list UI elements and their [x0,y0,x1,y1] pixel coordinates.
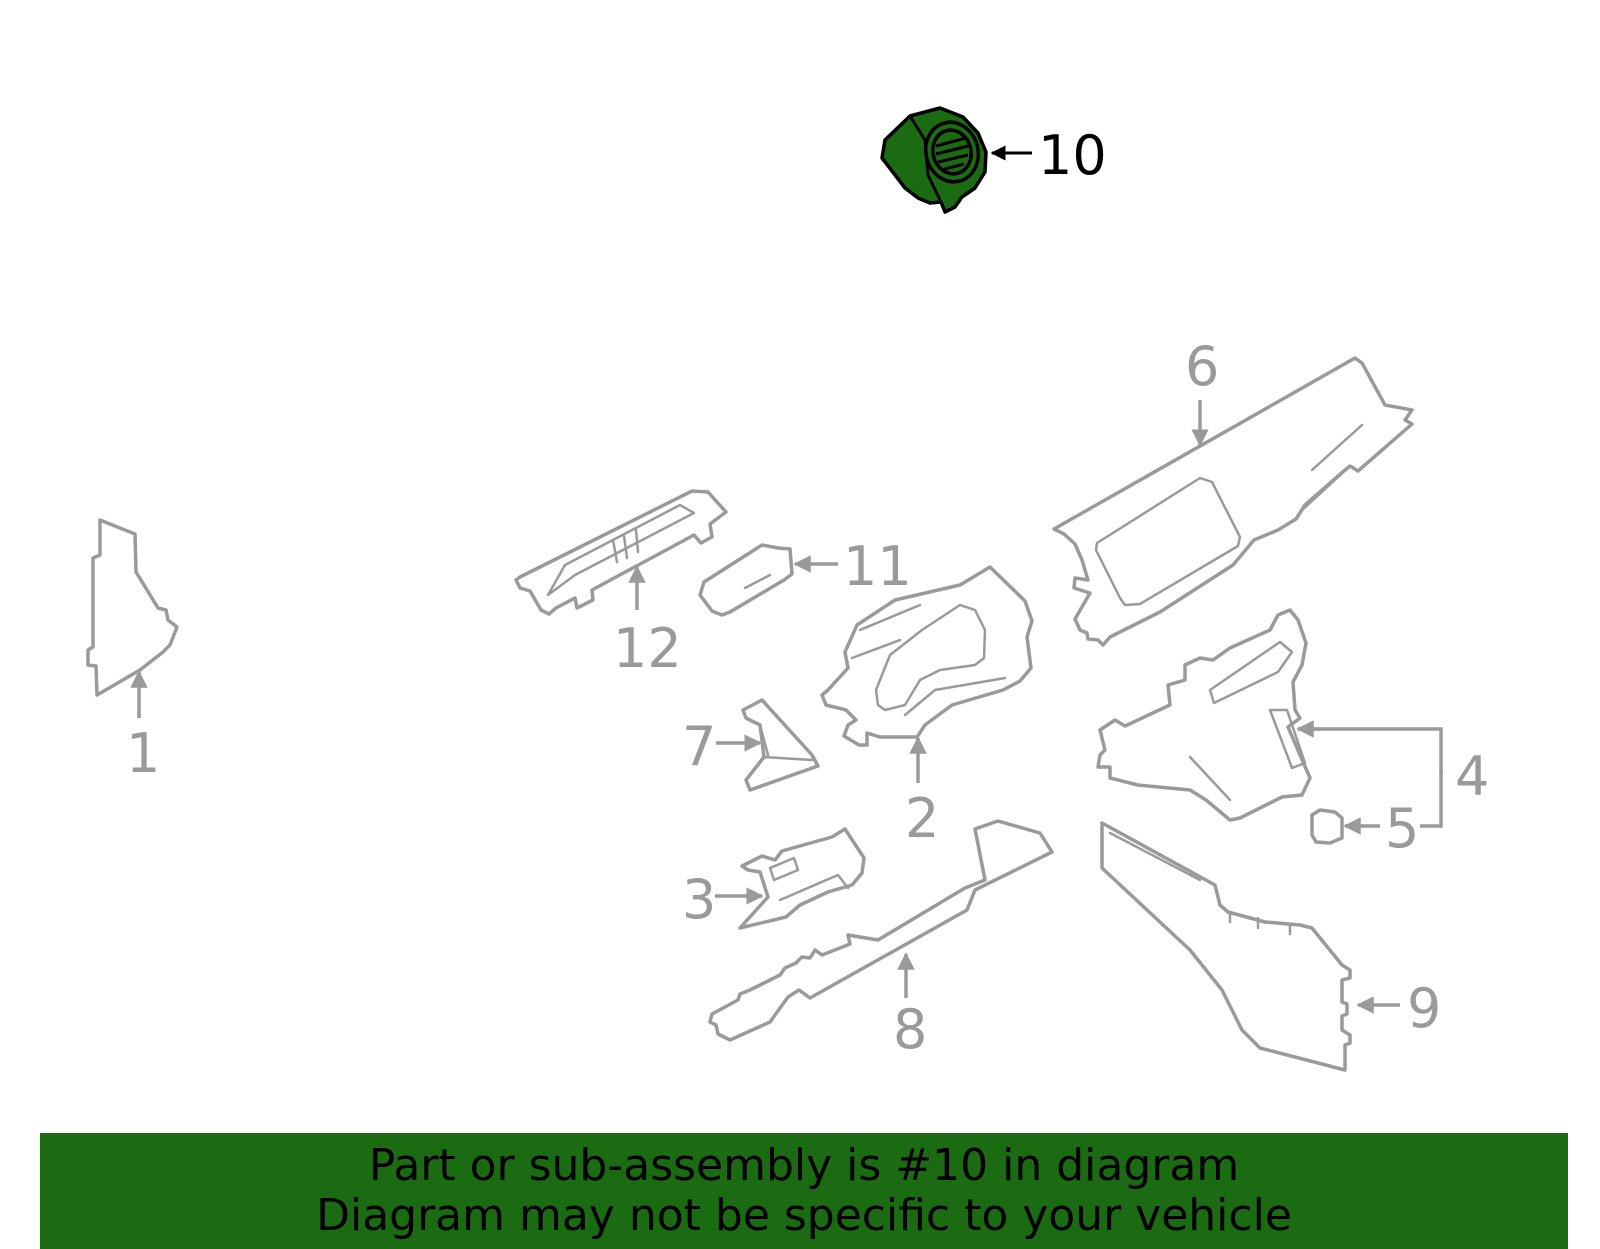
part-7[interactable] [741,698,820,792]
part-7-detail [758,723,814,762]
part-2[interactable] [820,565,1034,747]
part-8[interactable] [708,819,1054,1042]
part-6[interactable] [1052,356,1414,647]
callout-8: 8 [893,998,927,1061]
part-1[interactable] [86,518,179,697]
part-11-outline [698,543,794,617]
part-10-louvers [935,136,969,172]
callout-11: 11 [843,535,912,598]
part-5-outline [1310,808,1344,845]
part-12[interactable] [514,489,728,616]
part-1-outline [86,518,179,697]
part-11-detail [743,573,772,590]
part-12-inner [546,503,696,597]
part-11[interactable] [698,543,794,617]
part-9[interactable] [1100,821,1352,1072]
part-10-edge [908,115,942,201]
part-4[interactable] [1096,608,1312,822]
part-3-detail [768,856,850,902]
part-4-outline [1096,608,1312,822]
callout-12: 12 [613,617,682,680]
part-3[interactable] [738,827,866,930]
callout-1: 1 [126,722,160,785]
part-5[interactable] [1310,808,1344,845]
part-12-outline [514,489,728,616]
part-2-inner [874,603,987,712]
part-2-lines [850,603,1007,717]
part-10-highlighted[interactable] [880,106,988,214]
leader-4-5-bracket [1420,773,1443,828]
part-9-outline [1100,821,1352,1072]
callout-10: 10 [1038,124,1107,187]
banner-line-1: Part or sub-assembly is #10 in diagram [368,1140,1240,1191]
part-10-vent-inner [931,128,973,176]
part-4-inner [1188,640,1307,802]
part-7-outline [741,698,820,792]
info-banner: Part or sub-assembly is #10 in diagram D… [40,1133,1568,1249]
callout-2: 2 [905,787,939,850]
part-6-vents [1298,423,1364,514]
part-3-outline [738,827,866,930]
part-6-outline [1052,356,1414,647]
callout-4: 4 [1455,745,1489,808]
part-6-screen [1094,476,1242,607]
callout-6: 6 [1185,335,1219,398]
callout-3: 3 [682,868,716,931]
callout-7: 7 [682,715,716,778]
leader-4-bracket [1298,727,1443,775]
callout-5: 5 [1385,797,1419,860]
part-9-detail [1108,831,1292,936]
part-8-outline [708,819,1054,1042]
callout-9: 9 [1407,977,1441,1040]
banner-line-2: Diagram may not be specific to your vehi… [316,1190,1292,1241]
part-2-outline [820,565,1034,747]
